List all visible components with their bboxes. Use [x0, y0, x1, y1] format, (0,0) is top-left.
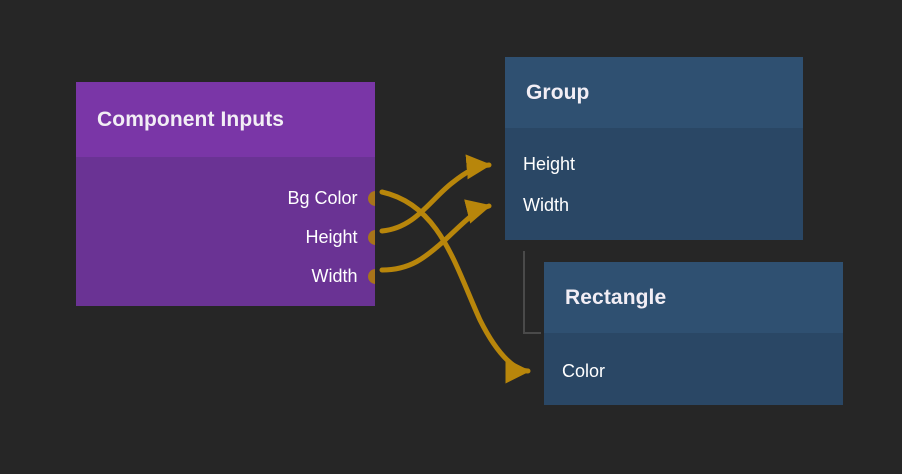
node-rectangle[interactable]: Rectangle Color	[544, 262, 843, 405]
port-out-height-label: Height	[305, 227, 358, 247]
port-dot-width[interactable]	[367, 268, 375, 284]
node-component-inputs[interactable]: Component Inputs Bg Color Height Width	[76, 82, 375, 306]
wire-height-to-group-height[interactable]	[379, 154, 492, 234]
port-in-group-height-label: Height	[523, 154, 576, 174]
port-in-rectangle-color-label: Color	[562, 361, 606, 381]
port-in-rectangle-color[interactable]: Color	[544, 359, 605, 383]
node-rectangle-title: Rectangle	[565, 285, 667, 309]
group-child-bracket	[523, 251, 541, 334]
port-out-bg-color-label: Bg Color	[287, 188, 358, 208]
port-out-height[interactable]: Height	[305, 225, 375, 249]
node-component-inputs-body: Bg Color Height Width	[76, 157, 375, 306]
port-out-width-label: Width	[311, 266, 358, 286]
node-component-inputs-header[interactable]: Component Inputs	[76, 82, 375, 157]
port-dot-bg-color[interactable]	[367, 190, 375, 206]
port-dot-height[interactable]	[367, 229, 375, 245]
node-group[interactable]: Group Height Width	[505, 57, 803, 240]
port-in-group-height[interactable]: Height	[505, 152, 575, 176]
node-group-body: Height Width	[505, 128, 803, 240]
node-group-title: Group	[526, 80, 590, 104]
wire-width-to-group-width[interactable]	[379, 199, 492, 273]
node-component-inputs-title: Component Inputs	[97, 107, 285, 131]
port-in-group-width-label: Width	[523, 195, 570, 215]
port-in-group-width[interactable]: Width	[505, 193, 569, 217]
port-out-bg-color[interactable]: Bg Color	[287, 186, 375, 210]
port-out-width[interactable]: Width	[311, 264, 375, 288]
node-rectangle-header[interactable]: Rectangle	[544, 262, 843, 333]
node-rectangle-body: Color	[544, 333, 843, 405]
node-group-header[interactable]: Group	[505, 57, 803, 128]
